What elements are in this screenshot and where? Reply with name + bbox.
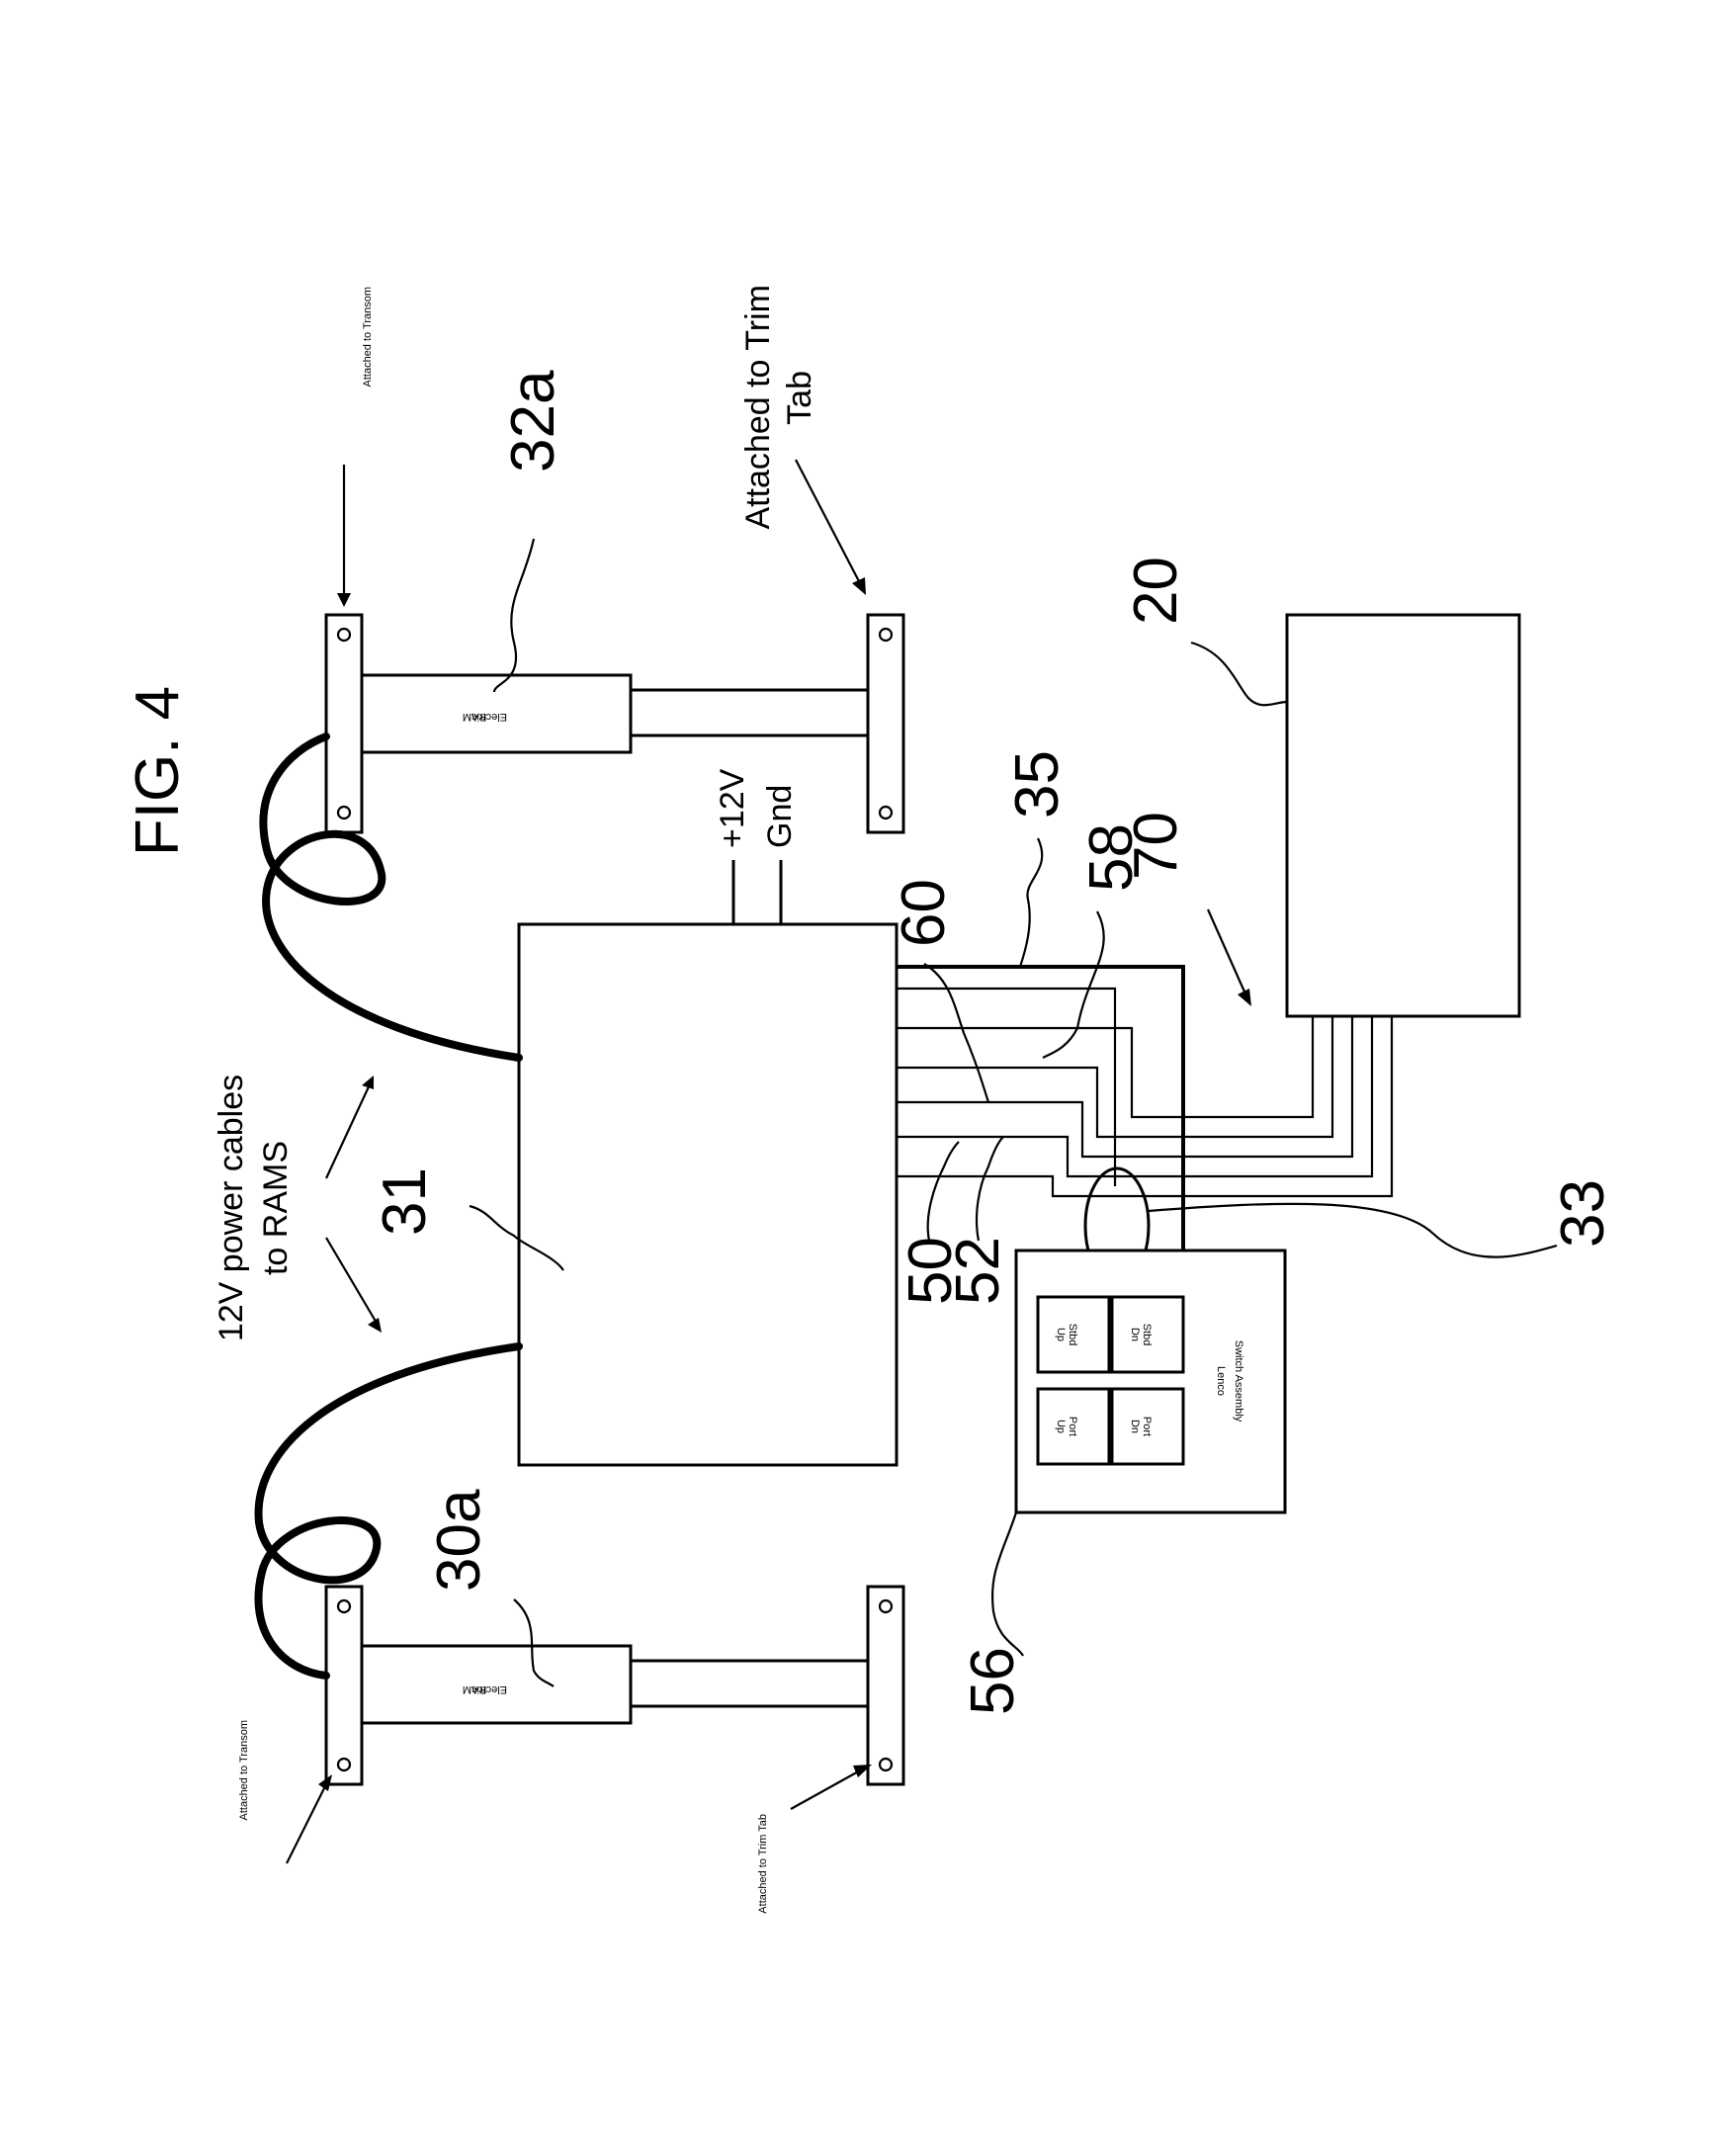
attach-trimtab-bottom: Attached to Trim Tab xyxy=(757,1814,769,1914)
arrowhead xyxy=(362,1076,374,1089)
power-cable-top xyxy=(259,733,523,1062)
pointer-arrow xyxy=(795,459,861,584)
switch-stbd-up xyxy=(1036,1295,1111,1374)
bracket-hole xyxy=(878,1757,894,1772)
arrowhead xyxy=(368,1318,382,1333)
ram-starboard: Electric RAM xyxy=(324,613,905,834)
leader-31 xyxy=(469,1204,564,1271)
label-58: 58 xyxy=(1077,823,1146,892)
arrow-70 xyxy=(1206,908,1249,999)
wire-harness xyxy=(897,987,1394,1198)
switch-stbd-dn xyxy=(1110,1295,1185,1374)
pointer-arrow xyxy=(325,1081,372,1179)
pointer-arrow xyxy=(325,1237,379,1326)
arrowhead xyxy=(337,593,351,607)
bracket-hole xyxy=(336,1598,352,1614)
switch-label: Port xyxy=(1067,1417,1078,1436)
ram-rod-top xyxy=(629,688,870,737)
ram-rod-bottom xyxy=(629,1659,870,1708)
bracket-hole xyxy=(336,805,352,820)
ram-text: Electric xyxy=(471,711,507,723)
label-31: 31 xyxy=(371,1167,439,1236)
switch-label: Up xyxy=(1055,1328,1067,1341)
arrowhead xyxy=(1238,989,1251,1006)
label-52: 52 xyxy=(944,1237,1012,1305)
label-20: 20 xyxy=(1122,557,1190,625)
arrowhead xyxy=(318,1774,332,1791)
switch-label: Stbd xyxy=(1141,1324,1153,1346)
positive-label: +12V xyxy=(714,768,751,848)
switch-port-up xyxy=(1036,1387,1111,1466)
label-30a: 30a xyxy=(425,1489,493,1592)
bracket-hole xyxy=(878,627,894,643)
power-cable-bottom xyxy=(254,1342,523,1680)
label-35: 35 xyxy=(1003,750,1071,819)
trimtab-bracket-top xyxy=(866,613,905,834)
ram-port: Electric RAM xyxy=(324,1585,905,1786)
figure-title: FIG. 4 xyxy=(124,686,192,856)
label-56: 56 xyxy=(959,1647,1027,1715)
switch-assembly-label: Lenco xyxy=(1215,1366,1227,1396)
transom-bracket-bottom xyxy=(324,1585,364,1786)
attach-trimtab-top-1: Attached to Trim xyxy=(739,285,777,530)
power-cables-label-2: to RAMS xyxy=(257,1141,295,1275)
ground-label: Gnd xyxy=(761,785,799,848)
bracket-hole xyxy=(878,1598,894,1614)
arrowhead xyxy=(852,577,866,595)
ram-text: RAM xyxy=(463,1683,486,1695)
bracket-hole xyxy=(336,1757,352,1772)
switch-panel: Stbd Up Stbd Dn Port Up Port Dn Lenco Sw… xyxy=(1036,1295,1244,1466)
leader-60 xyxy=(923,963,990,1103)
leader-50 xyxy=(926,1141,960,1242)
label-32a: 32a xyxy=(499,370,567,473)
label-50: 50 xyxy=(897,1237,965,1305)
arrowhead xyxy=(853,1765,872,1777)
cable-bundle-35 xyxy=(897,965,1185,1250)
pointer-arrow xyxy=(790,1768,863,1810)
bracket-hole xyxy=(336,627,352,643)
attach-transom-top: Attached to Transom xyxy=(362,287,374,388)
switch-port-dn xyxy=(1110,1387,1185,1466)
display-unit-box xyxy=(1285,613,1521,1018)
switch-label: Port xyxy=(1141,1417,1153,1436)
switch-label: Up xyxy=(1055,1420,1067,1433)
transom-bracket-top xyxy=(324,613,364,834)
leader-30a xyxy=(513,1598,555,1687)
bracket-hole xyxy=(878,805,894,820)
leader-33 xyxy=(1148,1202,1558,1258)
attach-trimtab-top-2: Tab xyxy=(781,371,818,425)
label-33: 33 xyxy=(1549,1179,1617,1248)
trimtab-bracket-bottom xyxy=(866,1585,905,1786)
ram-text: Electric xyxy=(471,1683,507,1695)
leader-52 xyxy=(975,1136,1004,1242)
switch-label: Stbd xyxy=(1067,1324,1078,1346)
switch-assembly-label: Switch Assembly xyxy=(1233,1340,1244,1423)
leader-20 xyxy=(1190,641,1288,707)
switch-label: Dn xyxy=(1129,1420,1141,1433)
controller-box xyxy=(517,922,899,1467)
leader-32a xyxy=(492,538,536,693)
pointer-arrow xyxy=(286,1783,327,1864)
switch-assembly-box xyxy=(1014,1249,1287,1514)
leader-56 xyxy=(991,1511,1024,1657)
power-cables-label-1: 12V power cables xyxy=(213,1075,250,1341)
leader-35 xyxy=(1018,837,1044,968)
switch-label: Dn xyxy=(1129,1328,1141,1341)
label-70: 70 xyxy=(1122,812,1190,880)
label-60: 60 xyxy=(890,879,958,947)
leader-58 xyxy=(1042,910,1105,1059)
ram-text: RAM xyxy=(463,711,486,723)
attach-transom-bottom: Attached to Transom xyxy=(238,1720,250,1821)
